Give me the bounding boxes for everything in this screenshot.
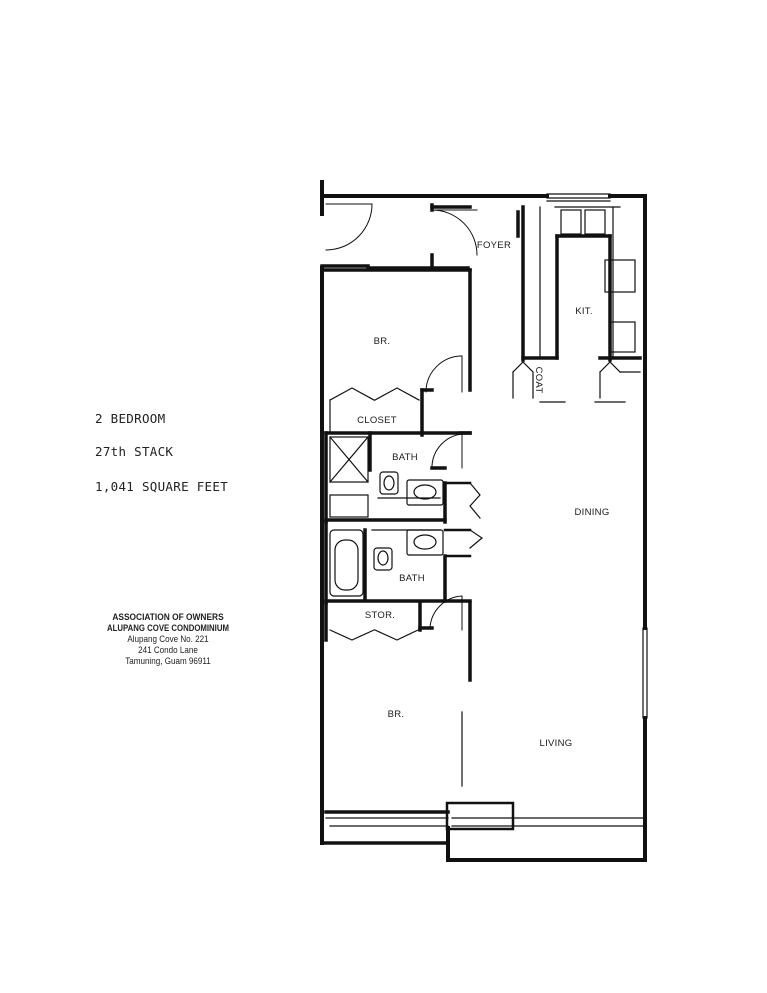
storage-walls [324, 601, 434, 642]
lanai [320, 801, 644, 845]
exterior-walls [320, 180, 647, 862]
dining-label: DINING [574, 507, 609, 518]
kitchen-counters [539, 206, 636, 359]
bath-2-walls [324, 520, 472, 605]
owner-street-line: 241 Condo Lane [138, 645, 198, 656]
coat-label: COAT [533, 367, 544, 394]
kitchen-label: KIT. [575, 306, 593, 317]
bedroom-1-label: BR. [374, 336, 391, 347]
kitchen-window [546, 193, 611, 202]
bedroom-1-door [425, 355, 463, 393]
closet-bifold [329, 387, 420, 434]
living-label: LIVING [540, 738, 573, 749]
bath-2-label: BATH [399, 573, 425, 584]
bath-1-fixtures [329, 436, 444, 518]
area-label: 1,041 SQUARE FEET [95, 479, 229, 494]
bedroom-2-label: BR. [388, 709, 405, 720]
entry-walls [320, 203, 472, 270]
bath-2-fixtures [329, 529, 444, 597]
foyer-label: FOYER [477, 240, 511, 251]
kitchen-walls [516, 205, 642, 362]
owner-association-line: ASSOCIATION OF OWNERS [112, 612, 224, 623]
bath-1-walls [324, 431, 447, 524]
storage-bifold [329, 629, 419, 641]
closet-label: CLOSET [357, 415, 397, 426]
bath-1-door [431, 433, 463, 469]
owner-city-line: Tamuning, Guam 96911 [125, 656, 211, 667]
coat-closet [512, 361, 641, 403]
storage-label: STOR. [365, 610, 395, 621]
bedroom-2-walls [324, 601, 472, 814]
owner-info-block: ASSOCIATION OF OWNERS ALUPANG COVE CONDO… [88, 612, 248, 667]
unit-type-label: 2 BEDROOM [95, 411, 166, 426]
bath-1-label: BATH [392, 452, 418, 463]
bedroom-1-walls [320, 268, 472, 437]
linen-closets [443, 481, 472, 558]
living-window [642, 627, 648, 719]
stack-label: 27th STACK [95, 444, 174, 459]
bedroom-2-door [429, 595, 463, 631]
owner-condominium-line: ALUPANG COVE CONDOMINIUM [107, 623, 229, 634]
owner-unit-line: Alupang Cove No. 221 [127, 634, 209, 645]
entry-door [325, 203, 478, 256]
